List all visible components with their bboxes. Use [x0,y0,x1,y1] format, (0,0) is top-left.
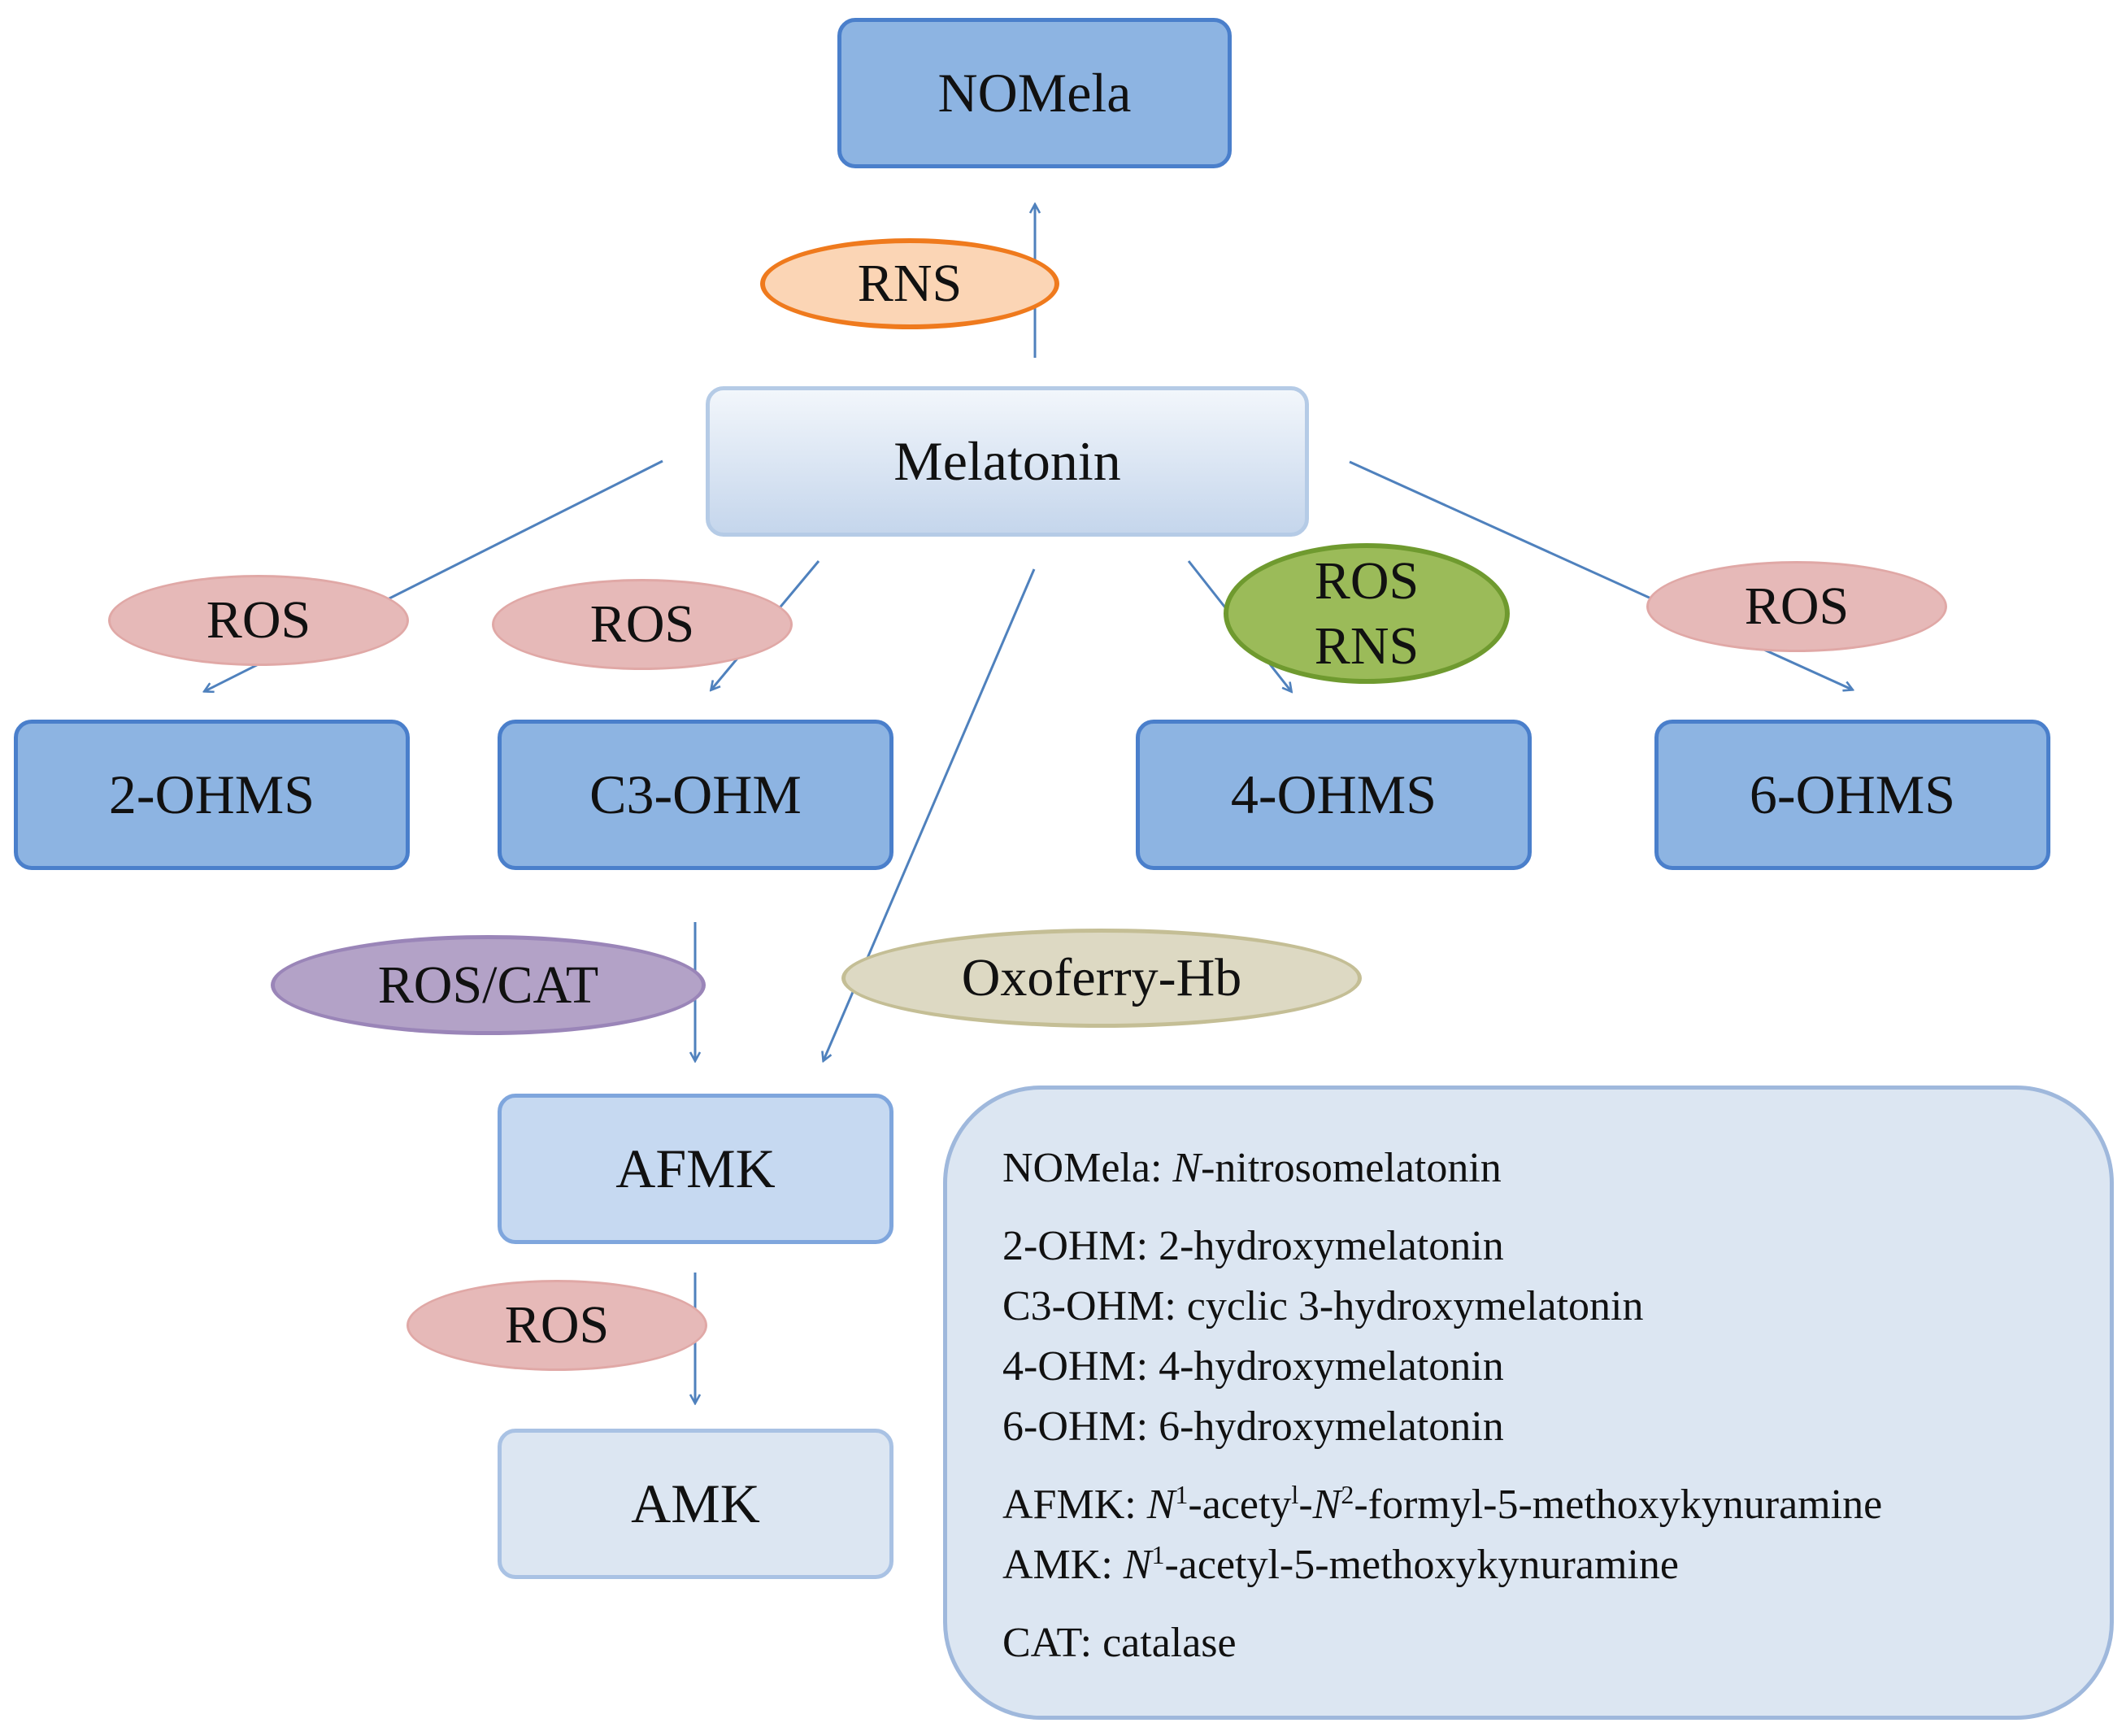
agent-ros-rns-line1: ROS [1314,551,1420,611]
node-amk-label: AMK [631,1473,760,1534]
node-4-ohms: 4-OHMS [1136,720,1532,870]
agent-ros-left-label: ROS [206,590,311,650]
node-nomela: NOMela [837,18,1232,168]
agent-ros-right-label: ROS [1744,576,1850,637]
agent-rns-top-label: RNS [857,254,963,314]
node-melatonin: Melatonin [706,386,1309,537]
node-nomela-label: NOMela [937,62,1132,124]
agent-rns-top: RNS [760,238,1059,329]
agent-ros-bottom: ROS [407,1280,707,1371]
node-2-ohms: 2-OHMS [14,720,410,870]
node-melatonin-label: Melatonin [893,430,1121,492]
node-c3-ohm-label: C3-OHM [589,764,802,825]
legend-nomela: NOMela: N-nitrosomelatonin [1002,1145,1502,1191]
node-c3-ohm: C3-OHM [498,720,893,870]
legend-c3-ohm: C3-OHM: cyclic 3-hydroxymelatonin [1002,1283,1644,1329]
node-afmk: AFMK [498,1094,893,1244]
agent-oxoferry-hb: Oxoferry-Hb [841,929,1362,1028]
abbreviation-legend: NOMela: N-nitrosomelatonin 2-OHM: 2-hydr… [943,1086,2114,1720]
arrow-melatonin-to-6ohms [1349,460,1852,690]
node-amk: AMK [498,1429,893,1579]
agent-oxoferry-hb-label: Oxoferry-Hb [961,948,1242,1008]
legend-cat: CAT: catalase [1002,1620,1237,1666]
legend-amk: AMK: N1-acetyl-5-methoxykynuramine [1002,1540,1679,1588]
agent-ros-bottom-label: ROS [504,1295,610,1355]
agent-ros-rns: ROS RNS [1224,543,1510,684]
node-6-ohms-label: 6-OHMS [1749,764,1956,825]
node-4-ohms-label: 4-OHMS [1230,764,1437,825]
agent-ros-cat-label: ROS/CAT [377,955,599,1015]
node-6-ohms: 6-OHMS [1654,720,2050,870]
agent-ros-c3: ROS [492,579,793,670]
node-2-ohms-label: 2-OHMS [108,764,315,825]
legend-afmk: AFMK: N1-acetyl-N2-formyl-5-methoxykynur… [1002,1480,1883,1528]
legend-6-ohm: 6-OHM: 6-hydroxymelatonin [1002,1403,1504,1450]
agent-ros-rns-line2: RNS [1314,616,1420,676]
legend-4-ohm: 4-OHM: 4-hydroxymelatonin [1002,1343,1504,1390]
node-afmk-label: AFMK [615,1138,776,1199]
agent-ros-cat: ROS/CAT [271,935,706,1035]
agent-ros-right: ROS [1646,561,1947,652]
agent-ros-left: ROS [108,575,409,666]
agent-ros-c3-label: ROS [589,594,695,655]
legend-2-ohm: 2-OHM: 2-hydroxymelatonin [1002,1223,1504,1269]
